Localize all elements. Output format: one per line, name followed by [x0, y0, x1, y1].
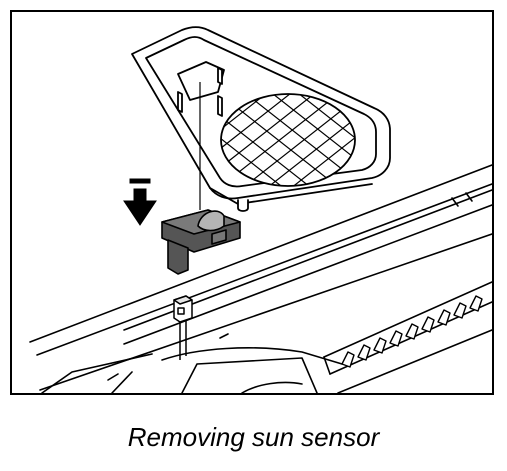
illustration-frame	[10, 10, 494, 395]
figure-caption: Removing sun sensor	[127, 422, 380, 452]
arrow-down-icon	[123, 178, 157, 226]
sun-sensor-removal-illustration	[29, 26, 492, 393]
harness-connector	[173, 295, 193, 360]
defroster-vent-slats	[341, 295, 483, 368]
sun-sensor	[161, 209, 241, 275]
dashboard	[29, 164, 492, 393]
